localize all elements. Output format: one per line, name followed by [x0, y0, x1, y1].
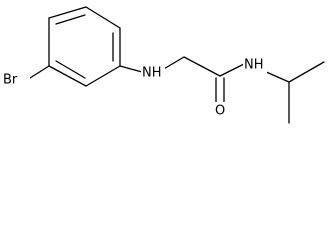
bond-carbonyl-to-amide	[219, 62, 247, 77]
bond-methine-to-methyl-top	[288, 61, 325, 83]
bond-amine-to-methylene	[161, 56, 185, 71]
ring-bond	[85, 6, 121, 29]
ring-bond	[85, 65, 121, 87]
amide-nitrogen-atom: NH	[243, 56, 267, 74]
bromine-label: Br	[3, 73, 18, 88]
bond-methylene-to-carbonyl	[183, 56, 221, 77]
ring-inner-double-bond	[55, 60, 86, 79]
amide-nitrogen-label: NH	[244, 58, 264, 73]
structure-diagram: Br NH O NH	[2, 6, 325, 124]
ring-bond	[48, 6, 87, 19]
amine-nitrogen-atom: NH	[141, 64, 165, 82]
bond-amide-to-methine	[263, 70, 290, 83]
carbonyl-oxygen-atom: O	[212, 102, 228, 120]
benzene-ring	[48, 6, 121, 87]
amine-nitrogen-label: NH	[142, 66, 162, 81]
bond-ring-to-bromine	[29, 65, 50, 79]
carbonyl-oxygen-label: O	[215, 104, 225, 119]
ring-bond	[48, 65, 87, 87]
bond-ring-to-amine	[119, 65, 143, 73]
ring-inner-double-bond	[55, 14, 86, 25]
bromine-atom: Br	[2, 71, 30, 89]
